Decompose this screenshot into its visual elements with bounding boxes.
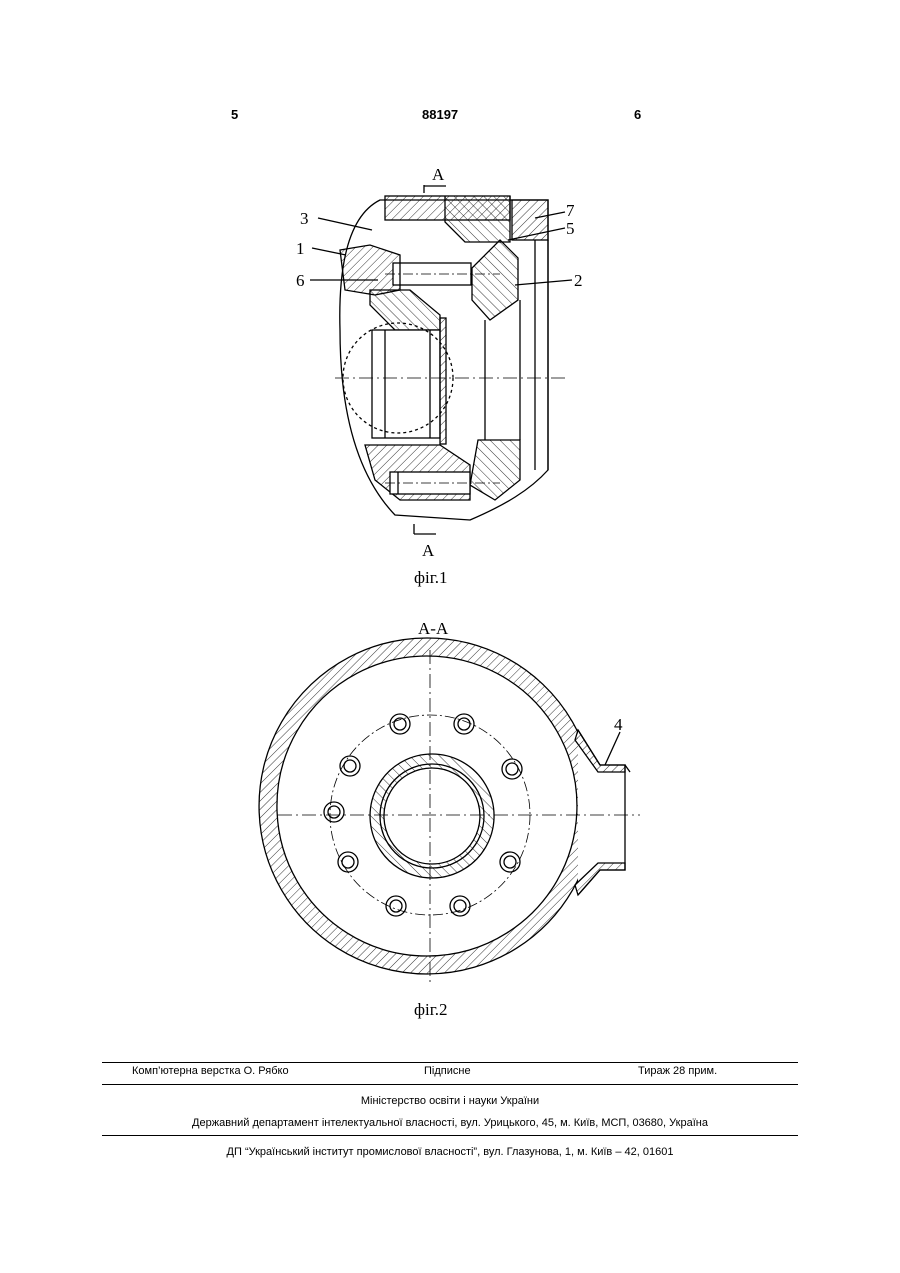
fig1-drawing: [310, 185, 572, 534]
footer-department: Державний департамент інтелектуальної вл…: [102, 1117, 798, 1129]
callout-7: 7: [566, 201, 575, 220]
footer-rule-3: [102, 1135, 798, 1136]
callout-2: 2: [574, 271, 583, 290]
footer-institute: ДП “Український інститут промислової вла…: [102, 1146, 798, 1158]
fig1-caption: фіг.1: [414, 568, 448, 588]
section-mark-bottom: А: [422, 541, 435, 560]
footer-rule-2: [102, 1084, 798, 1085]
footer-rule-1: [102, 1062, 798, 1063]
callout-1: 1: [296, 239, 305, 258]
section-mark-top: А: [432, 165, 445, 184]
section-title: А-А: [418, 619, 449, 638]
callout-3: 3: [300, 209, 309, 228]
fig2-caption: фіг.2: [414, 1000, 448, 1020]
footer-print-run: Тираж 28 прим.: [638, 1065, 717, 1077]
callout-5: 5: [566, 219, 575, 238]
footer-typesetter: Комп’ютерна верстка О. Рябко: [132, 1065, 289, 1077]
callout-6: 6: [296, 271, 305, 290]
fig2-drawing: [259, 638, 640, 985]
footer-ministry: Міністерство освіти і науки України: [102, 1095, 798, 1107]
footer-signed: Підписне: [424, 1065, 471, 1077]
callout-4: 4: [614, 715, 623, 734]
